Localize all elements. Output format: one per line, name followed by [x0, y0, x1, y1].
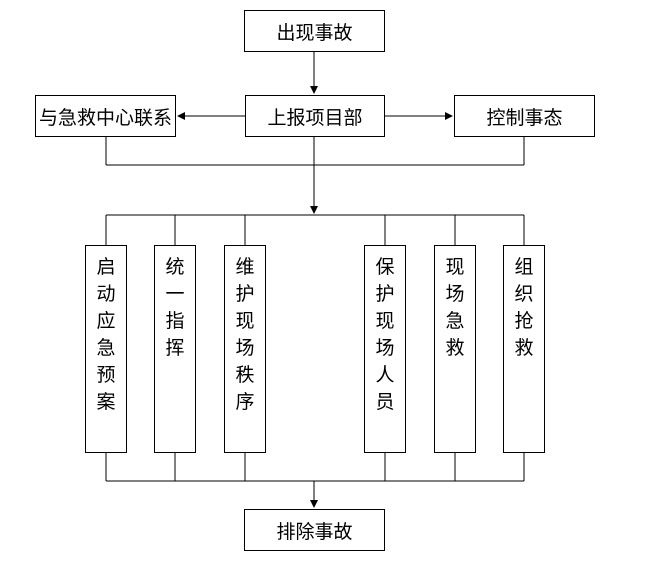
node-contact-label: 与急救中心联系: [38, 106, 172, 129]
node-start: 出现事故: [244, 10, 385, 52]
branch-box-3: 维护现场秩序: [224, 245, 266, 453]
node-report: 上报项目部: [245, 95, 385, 137]
branch-box-1: 启动应急预案: [85, 245, 127, 453]
branch-box-6: 组织抢救: [503, 245, 545, 453]
branch-label-6: 组织抢救: [514, 256, 534, 359]
node-start-label: 出现事故: [276, 21, 353, 44]
node-control: 控制事态: [454, 95, 595, 137]
node-end-label: 排除事故: [276, 520, 353, 543]
branch-label-5: 现场急救: [445, 256, 465, 359]
branch-label-2: 统一指挥: [165, 256, 185, 359]
node-control-label: 控制事态: [486, 106, 563, 129]
branch-label-4: 保护现场人员: [375, 256, 395, 413]
node-contact: 与急救中心联系: [35, 95, 176, 137]
node-end: 排除事故: [244, 509, 385, 551]
branch-box-4: 保护现场人员: [364, 245, 406, 453]
branch-label-3: 维护现场秩序: [235, 256, 255, 413]
node-report-label: 上报项目部: [267, 106, 363, 129]
branch-box-2: 统一指挥: [154, 245, 196, 453]
branch-label-1: 启动应急预案: [96, 256, 116, 413]
branch-box-5: 现场急救: [434, 245, 476, 453]
